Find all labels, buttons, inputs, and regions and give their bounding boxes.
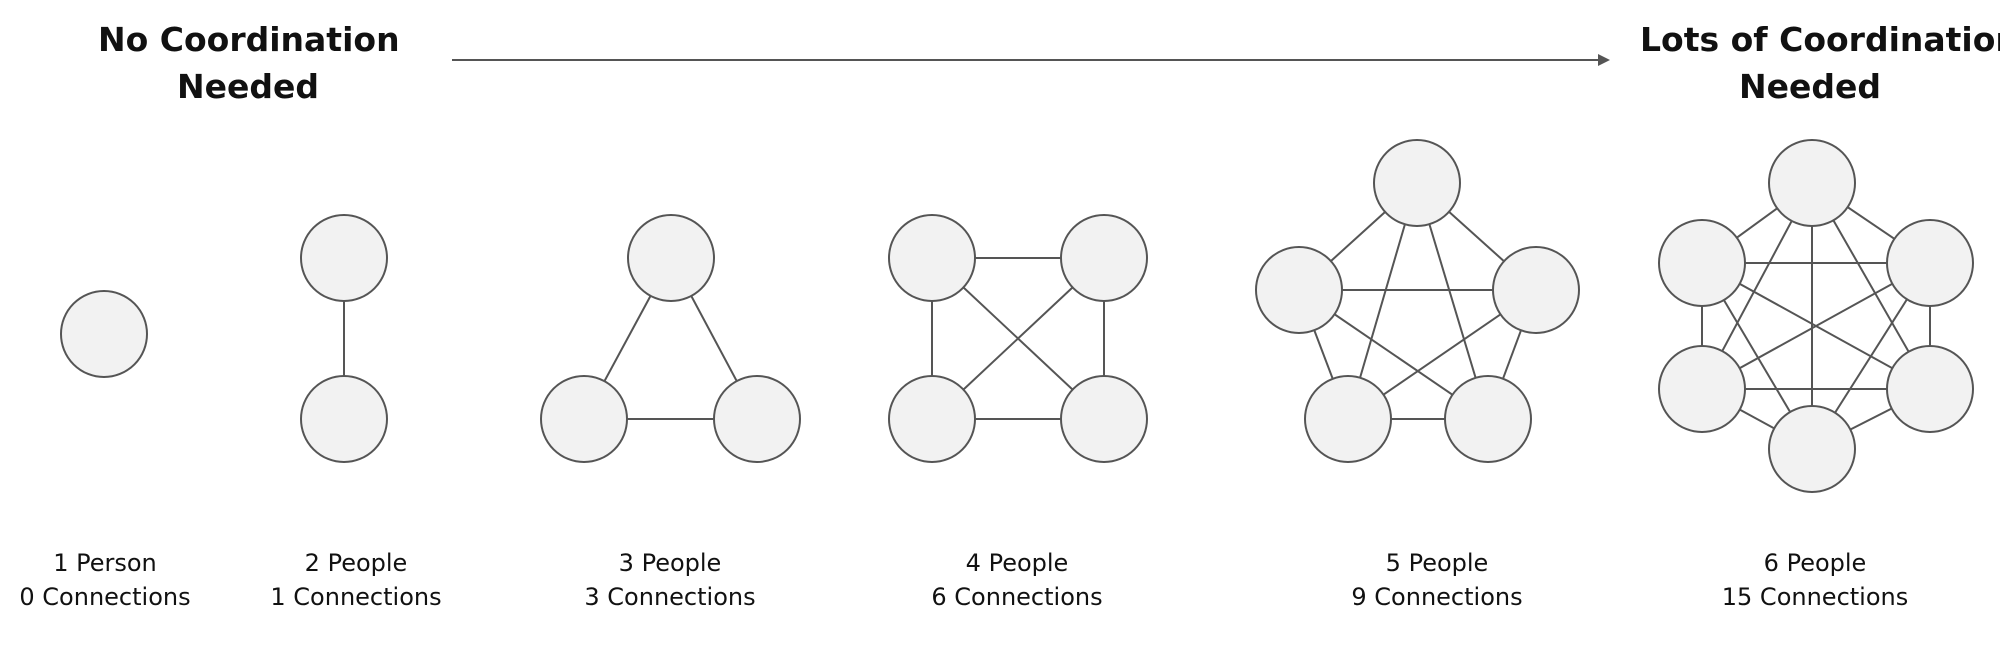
connections-label: 15 Connections [1721, 583, 1909, 611]
person-node [60, 290, 148, 378]
network-group-4 [888, 214, 1148, 463]
person-node [713, 375, 801, 463]
person-node [888, 214, 976, 302]
network-group-2 [300, 214, 388, 463]
networks [60, 139, 1974, 493]
person-node [1373, 139, 1461, 227]
person-node [1492, 246, 1580, 334]
left-heading-line-1: No Coordination [98, 20, 400, 59]
left-heading: No Coordination Needed [98, 16, 400, 110]
network-group-5 [1255, 139, 1580, 463]
person-node [1768, 139, 1856, 227]
person-node [300, 214, 388, 302]
people-label: 4 People [965, 549, 1069, 577]
connections-label: 9 Connections [1351, 583, 1523, 611]
network-group-1 [60, 290, 148, 378]
connections-label: 0 Connections [19, 583, 191, 611]
people-label: 1 Person [53, 549, 157, 577]
person-node [540, 375, 628, 463]
person-node [1304, 375, 1392, 463]
person-node [1658, 219, 1746, 307]
left-heading-line-2: Needed [176, 67, 319, 106]
right-heading-line-2: Needed [1738, 67, 1881, 106]
person-node [1060, 375, 1148, 463]
people-label: 5 People [1385, 549, 1489, 577]
people-label: 2 People [304, 549, 408, 577]
connections-label: 3 Connections [584, 583, 756, 611]
right-heading: Lots of Coordination Needed [1640, 16, 2000, 110]
person-node [1886, 219, 1974, 307]
caption-group-2: 2 People 1 Connections [236, 546, 476, 614]
person-node [1658, 345, 1746, 433]
person-node [1886, 345, 1974, 433]
caption-group-1: 1 Person 0 Connections [0, 546, 225, 614]
network-group-3 [540, 214, 801, 463]
network-group-6 [1658, 139, 1974, 493]
caption-group-3: 3 People 3 Connections [550, 546, 790, 614]
person-node [1255, 246, 1343, 334]
person-node [1768, 405, 1856, 493]
caption-group-5: 5 People 9 Connections [1317, 546, 1557, 614]
caption-group-4: 4 People 6 Connections [897, 546, 1137, 614]
right-heading-line-1: Lots of Coordination [1640, 20, 2000, 59]
person-node [1444, 375, 1532, 463]
person-node [888, 375, 976, 463]
connections-label: 6 Connections [931, 583, 1103, 611]
people-label: 3 People [618, 549, 722, 577]
people-label: 6 People [1763, 549, 1867, 577]
person-node [1060, 214, 1148, 302]
person-node [627, 214, 715, 302]
connections-label: 1 Connections [270, 583, 442, 611]
caption-group-6: 6 People 15 Connections [1695, 546, 1935, 614]
person-node [300, 375, 388, 463]
